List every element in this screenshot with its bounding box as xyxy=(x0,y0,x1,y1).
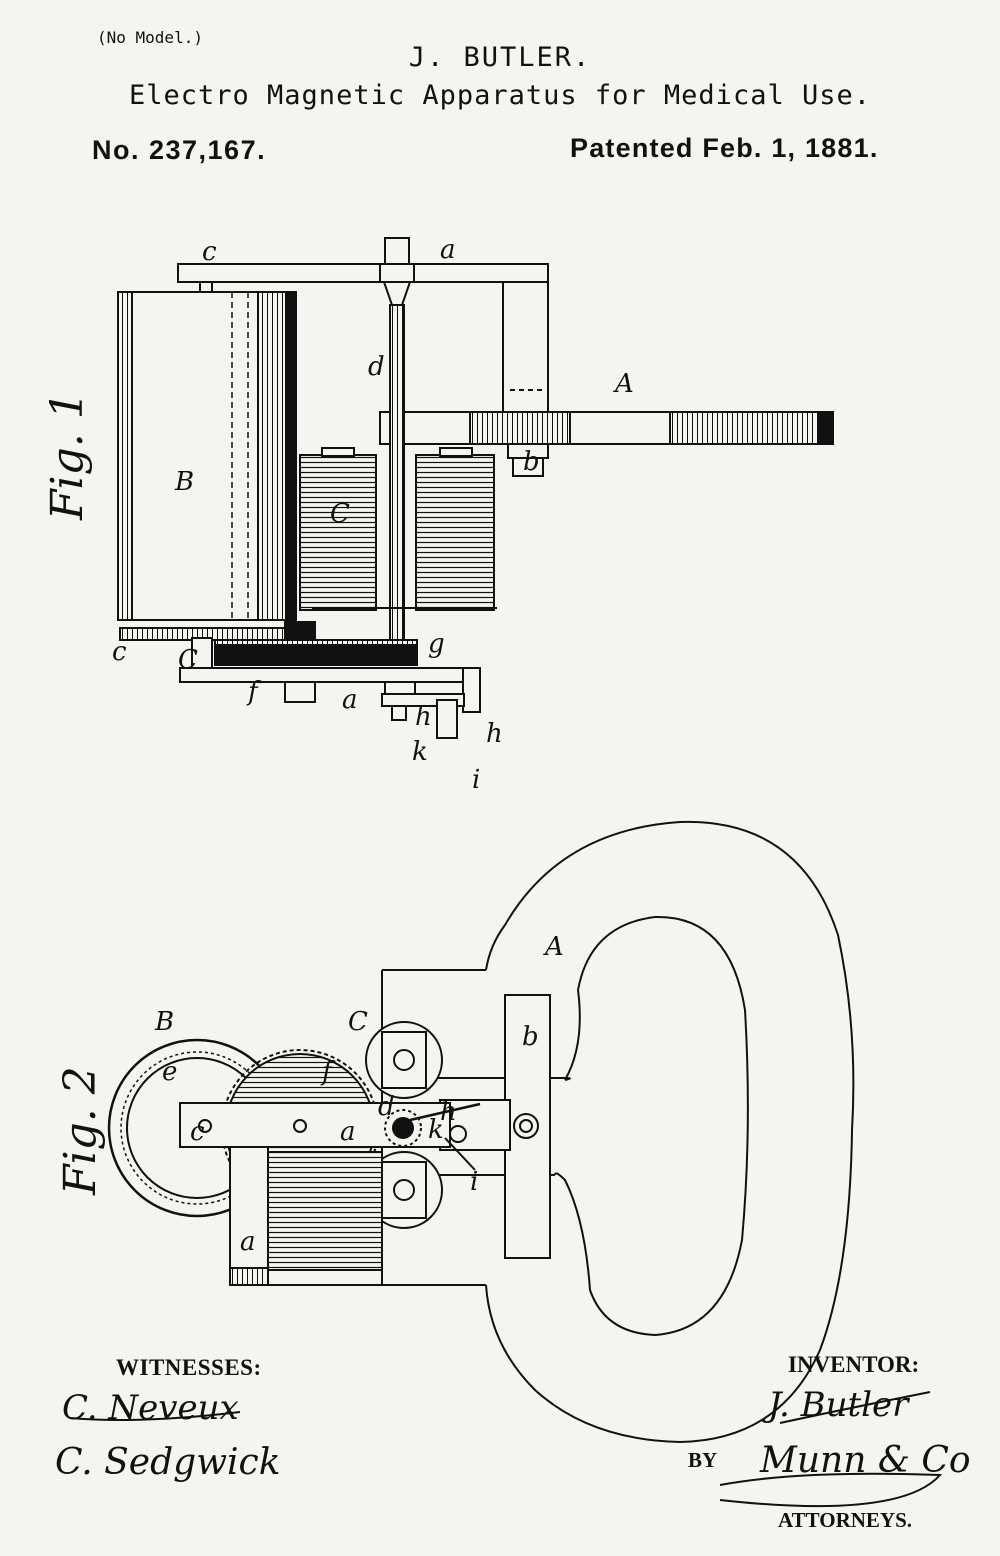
figure-2 xyxy=(107,820,855,1444)
fig2-label-h: h xyxy=(440,1097,457,1127)
fig2-label-i: i xyxy=(470,1167,478,1197)
fig1-label-A: A xyxy=(613,369,634,399)
fig1-label-a-top: a xyxy=(440,235,456,265)
inventor-label: INVENTOR: xyxy=(788,1352,920,1377)
attorneys-label: ATTORNEYS. xyxy=(778,1508,913,1532)
fig1-label-i: i xyxy=(472,765,480,795)
patent-number: No. 237,167. xyxy=(92,135,267,165)
fig1-label-c-bottom: c xyxy=(112,637,127,667)
fig2-label-B: B xyxy=(154,1007,174,1037)
signature-flourishes xyxy=(69,1391,943,1508)
figure-1-labels: c a A d b B C c C f g a h k h i Fig. 1 xyxy=(42,235,634,795)
fig2-label-b: b xyxy=(522,1022,539,1052)
fig2-label-c: c xyxy=(190,1117,205,1147)
fig2-label-a2: a xyxy=(240,1227,256,1257)
fig2-label-e: e xyxy=(162,1057,177,1087)
fig1-label-C-frame: C xyxy=(178,645,198,675)
fig2-label-k: k xyxy=(428,1115,444,1145)
fig1-label-h2: h xyxy=(486,719,503,749)
fig1-label-C-coil: C xyxy=(330,499,350,529)
fig2-caption: Fig. 2 xyxy=(55,1066,106,1196)
witness-signature-1: C. Neveux xyxy=(62,1388,239,1428)
fig1-label-b: b xyxy=(523,447,540,477)
fig1-caption: Fig. 1 xyxy=(42,391,93,521)
by-label: BY xyxy=(688,1448,718,1472)
figure-1 xyxy=(117,237,834,739)
fig2-label-d: d xyxy=(378,1092,395,1122)
fig1-label-g: g xyxy=(428,629,445,659)
fig1-label-a-bottom: a xyxy=(342,685,358,715)
witness-signature-2: C. Sedgwick xyxy=(55,1442,281,1483)
fig2-label-a: a xyxy=(340,1117,356,1147)
fig1-label-d: d xyxy=(368,352,385,382)
fig2-label-A: A xyxy=(543,932,564,962)
figure-2-labels: A B C b e f c a d k h i a Fig. 2 xyxy=(55,932,564,1257)
fig1-label-h: h xyxy=(415,702,432,732)
fig1-label-B: B xyxy=(174,467,194,497)
attorney-signature: Munn & Co xyxy=(760,1440,971,1481)
patent-date: Patented Feb. 1, 1881. xyxy=(570,133,879,163)
witnesses-label: WITNESSES: xyxy=(116,1355,262,1380)
inventor-signature: J. Butler xyxy=(768,1385,909,1425)
fig2-label-C: C xyxy=(348,1007,368,1037)
patent-title: Electro Magnetic Apparatus for Medical U… xyxy=(129,80,871,111)
inventor-name: J. BUTLER. xyxy=(408,42,592,73)
fig1-label-c-top: c xyxy=(202,237,217,267)
model-note: (No Model.) xyxy=(97,28,203,47)
fig1-label-k: k xyxy=(412,737,428,767)
